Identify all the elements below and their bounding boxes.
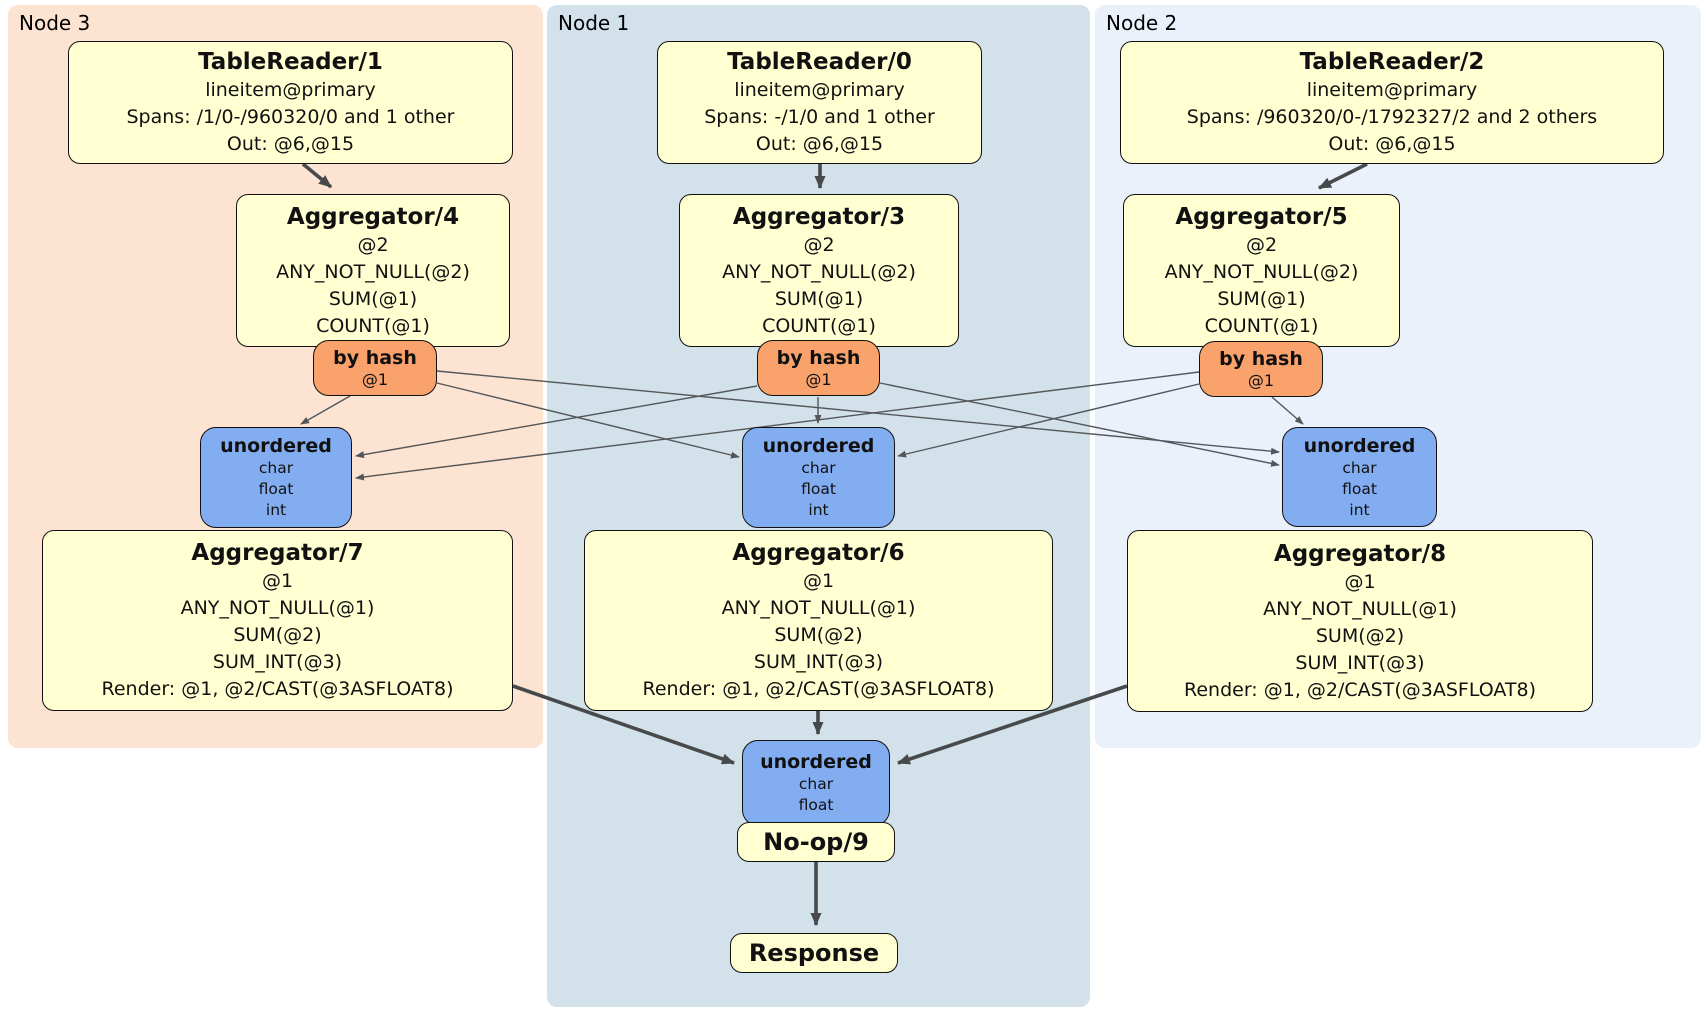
processor-tablereader-1: TableReader/1 lineitem@primary Spans: /1… (68, 41, 513, 164)
processor-aggregator-4: Aggregator/4 @2 ANY_NOT_NULL(@2) SUM(@1)… (236, 194, 510, 347)
sync-type: char (258, 459, 294, 477)
processor-out: Out: @6,@15 (1328, 133, 1456, 155)
agg-group-cols: @2 (357, 233, 389, 256)
processor-title: Response (748, 939, 880, 967)
processor-aggregator-3: Aggregator/3 @2 ANY_NOT_NULL(@2) SUM(@1)… (679, 194, 959, 347)
processor-title: TableReader/2 (1299, 49, 1485, 75)
router-title: by hash (776, 347, 861, 369)
processor-title: TableReader/0 (727, 49, 912, 75)
agg-fn: SUM(@1) (328, 287, 418, 310)
sync-title: unordered (220, 435, 332, 457)
sync-type: int (1349, 500, 1370, 519)
agg-fn: SUM_INT(@3) (212, 651, 343, 673)
sync-unordered-middle: unordered char float int (742, 427, 895, 528)
agg-fn: SUM_INT(@3) (753, 651, 884, 673)
processor-noop-9: No-op/9 (737, 822, 895, 862)
agg-fn: SUM_INT(@3) (1295, 651, 1425, 674)
processor-title: Aggregator/8 (1273, 540, 1447, 567)
sync-unordered-right: unordered char float int (1282, 427, 1437, 527)
router-title: by hash (1219, 348, 1303, 370)
sync-type: char (801, 459, 836, 477)
agg-fn: ANY_NOT_NULL(@1) (180, 597, 375, 619)
agg-fn: COUNT(@1) (1204, 314, 1319, 337)
agg-render: Render: @1, @2/CAST(@3ASFLOAT8) (101, 678, 454, 700)
agg-group-cols: @2 (1245, 233, 1278, 256)
agg-fn: SUM(@2) (1315, 624, 1405, 647)
agg-fn: ANY_NOT_NULL(@1) (1263, 597, 1457, 620)
sync-type: float (798, 796, 834, 814)
processor-title: Aggregator/4 (286, 203, 460, 230)
sync-type: char (1342, 458, 1377, 477)
router-columns: @1 (361, 370, 389, 389)
processor-title: Aggregator/6 (732, 540, 905, 566)
agg-fn: ANY_NOT_NULL(@2) (1164, 260, 1359, 283)
processor-aggregator-8: Aggregator/8 @1 ANY_NOT_NULL(@1) SUM(@2)… (1127, 530, 1593, 712)
processor-title: No-op/9 (763, 828, 869, 856)
agg-fn: COUNT(@1) (316, 314, 430, 337)
agg-group-cols: @1 (1344, 570, 1376, 593)
processor-spans: Spans: /1/0-/960320/0 and 1 other (126, 106, 455, 128)
processor-tablereader-0: TableReader/0 lineitem@primary Spans: -/… (657, 41, 982, 164)
sync-type: char (798, 775, 834, 793)
agg-fn: SUM(@1) (1217, 287, 1306, 310)
agg-fn: COUNT(@1) (762, 314, 876, 337)
sync-unordered-final: unordered char float (742, 740, 890, 826)
agg-fn: SUM(@1) (774, 287, 864, 310)
processor-aggregator-7: Aggregator/7 @1 ANY_NOT_NULL(@1) SUM(@2)… (42, 530, 513, 711)
agg-fn: SUM(@2) (233, 624, 322, 646)
router-by-hash-3: by hash @1 (757, 340, 880, 396)
sync-type: float (801, 480, 836, 498)
processor-title: Aggregator/7 (191, 540, 364, 566)
processor-tablereader-2: TableReader/2 lineitem@primary Spans: /9… (1120, 41, 1664, 164)
agg-group-cols: @2 (803, 233, 835, 256)
processor-out: Out: @6,@15 (226, 133, 355, 155)
router-title: by hash (333, 347, 417, 369)
sync-type: int (808, 501, 829, 519)
region-node3-label: Node 3 (19, 11, 91, 35)
router-by-hash-5: by hash @1 (1199, 341, 1323, 397)
region-node1-label: Node 1 (558, 11, 630, 35)
agg-group-cols: @1 (802, 570, 835, 592)
processor-index: lineitem@primary (1306, 79, 1478, 101)
agg-fn: ANY_NOT_NULL(@2) (722, 260, 916, 283)
agg-render: Render: @1, @2/CAST(@3ASFLOAT8) (1184, 678, 1536, 701)
region-node2-label: Node 2 (1106, 11, 1178, 35)
router-columns: @1 (1247, 371, 1275, 390)
sync-title: unordered (760, 751, 872, 773)
processor-aggregator-6: Aggregator/6 @1 ANY_NOT_NULL(@1) SUM(@2)… (584, 530, 1053, 711)
sync-type: int (265, 501, 287, 519)
processor-out: Out: @6,@15 (755, 133, 884, 155)
processor-index: lineitem@primary (734, 79, 905, 101)
sync-title: unordered (1303, 434, 1416, 457)
sync-title: unordered (762, 435, 875, 457)
processor-spans: Spans: -/1/0 and 1 other (704, 106, 935, 128)
processor-aggregator-5: Aggregator/5 @2 ANY_NOT_NULL(@2) SUM(@1)… (1123, 194, 1400, 347)
sync-unordered-left: unordered char float int (200, 427, 352, 528)
router-columns: @1 (805, 370, 832, 389)
processor-title: Aggregator/3 (732, 203, 906, 230)
router-by-hash-4: by hash @1 (313, 340, 437, 396)
agg-fn: SUM(@2) (774, 624, 863, 646)
agg-group-cols: @1 (261, 570, 294, 592)
processor-title: TableReader/1 (198, 49, 383, 75)
processor-index: lineitem@primary (205, 79, 376, 101)
sync-type: float (258, 480, 294, 498)
processor-title: Aggregator/5 (1175, 203, 1348, 230)
response-node: Response (730, 933, 898, 973)
agg-fn: ANY_NOT_NULL(@2) (276, 260, 470, 283)
agg-fn: ANY_NOT_NULL(@1) (721, 597, 916, 619)
sync-type: float (1342, 479, 1377, 498)
agg-render: Render: @1, @2/CAST(@3ASFLOAT8) (642, 678, 995, 700)
processor-spans: Spans: /960320/0-/1792327/2 and 2 others (1186, 106, 1598, 128)
